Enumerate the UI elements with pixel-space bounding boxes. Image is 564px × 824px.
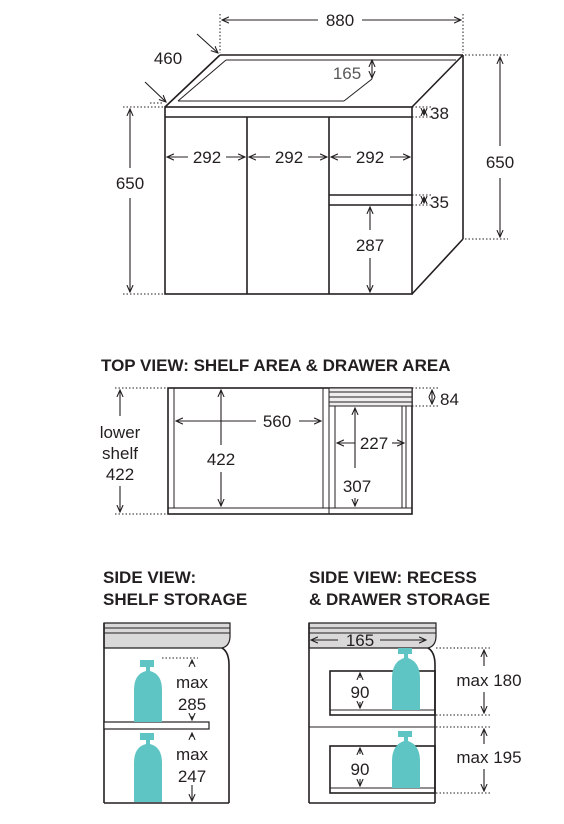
side-view-recess: SIDE VIEW: RECESS & DRAWER STORAGE 165 9… <box>308 568 522 804</box>
recess-bottle-upper <box>392 648 420 710</box>
upper-drawer-height-label: 90 <box>351 683 370 702</box>
shelf-top-band <box>103 622 231 649</box>
door-2-width-label: 292 <box>275 148 303 167</box>
cabinet-top-left-edge <box>164 54 221 108</box>
shelf-board <box>103 721 210 730</box>
drawer-width-label: 227 <box>360 434 388 453</box>
side-recess-heading-2: & DRAWER STORAGE <box>309 590 490 609</box>
upper-max-height-label: max 180 <box>456 671 521 690</box>
cabinet-top-right-edge <box>411 54 464 108</box>
rail-depth-label: 84 <box>440 390 459 409</box>
top-rail-label: 38 <box>430 104 449 123</box>
recess-side-right <box>427 647 436 803</box>
top-view-outline <box>167 387 413 515</box>
shelf-bottle-upper <box>134 660 162 722</box>
width-label: 880 <box>326 11 354 30</box>
front-view: 880 460 165 38 650 650 292 292 292 35 <box>116 11 514 295</box>
lower-shelf-value: 422 <box>106 465 134 484</box>
lower-shelf-line2: shelf <box>102 444 138 463</box>
top-view-drawer-box <box>334 405 407 509</box>
top-view: TOP VIEW: SHELF AREA & DRAWER AREA 84 56… <box>100 356 459 515</box>
top-view-heading: TOP VIEW: SHELF AREA & DRAWER AREA <box>101 356 450 375</box>
shelf-bottle-lower <box>134 733 162 802</box>
drawer-height-label: 287 <box>356 236 384 255</box>
recess-depth-side-label: 165 <box>346 631 374 650</box>
cabinet-front <box>164 106 413 295</box>
height-left-label: 650 <box>116 174 144 193</box>
height-right-label: 650 <box>486 153 514 172</box>
door-1-width-label: 292 <box>193 148 221 167</box>
recess-inner-left <box>177 59 227 102</box>
lower-max-label: max <box>176 745 209 764</box>
recess-depth-label: 165 <box>333 64 361 83</box>
lower-max-height-label: max 195 <box>456 748 521 767</box>
side-view-shelf: SIDE VIEW: SHELF STORAGE max 285 max 247 <box>103 568 247 804</box>
recess-inner-slope <box>343 78 373 102</box>
upper-max-value: 285 <box>178 695 206 714</box>
recess-bottle-lower <box>392 731 420 788</box>
side-shelf-heading-1: SIDE VIEW: <box>103 568 196 587</box>
lower-shelf-line1: lower <box>100 423 141 442</box>
upper-max-label: max <box>176 673 209 692</box>
lower-drawer-height-label: 90 <box>351 760 370 779</box>
cabinet-bottom-right-edge <box>411 238 464 295</box>
upper-drawer <box>329 670 436 716</box>
drawer-rail-label: 35 <box>430 193 449 212</box>
shelf-depth-label: 422 <box>207 450 235 469</box>
door-3-width-label: 292 <box>356 148 384 167</box>
shelf-side-right <box>221 647 230 803</box>
shelf-width-label: 560 <box>263 412 291 431</box>
side-shelf-heading-2: SHELF STORAGE <box>103 590 247 609</box>
side-recess-heading-1: SIDE VIEW: RECESS <box>309 568 477 587</box>
depth-label: 460 <box>154 49 182 68</box>
lower-max-value: 247 <box>178 767 206 786</box>
drawer-depth-label: 307 <box>343 477 371 496</box>
lower-drawer <box>329 745 436 794</box>
